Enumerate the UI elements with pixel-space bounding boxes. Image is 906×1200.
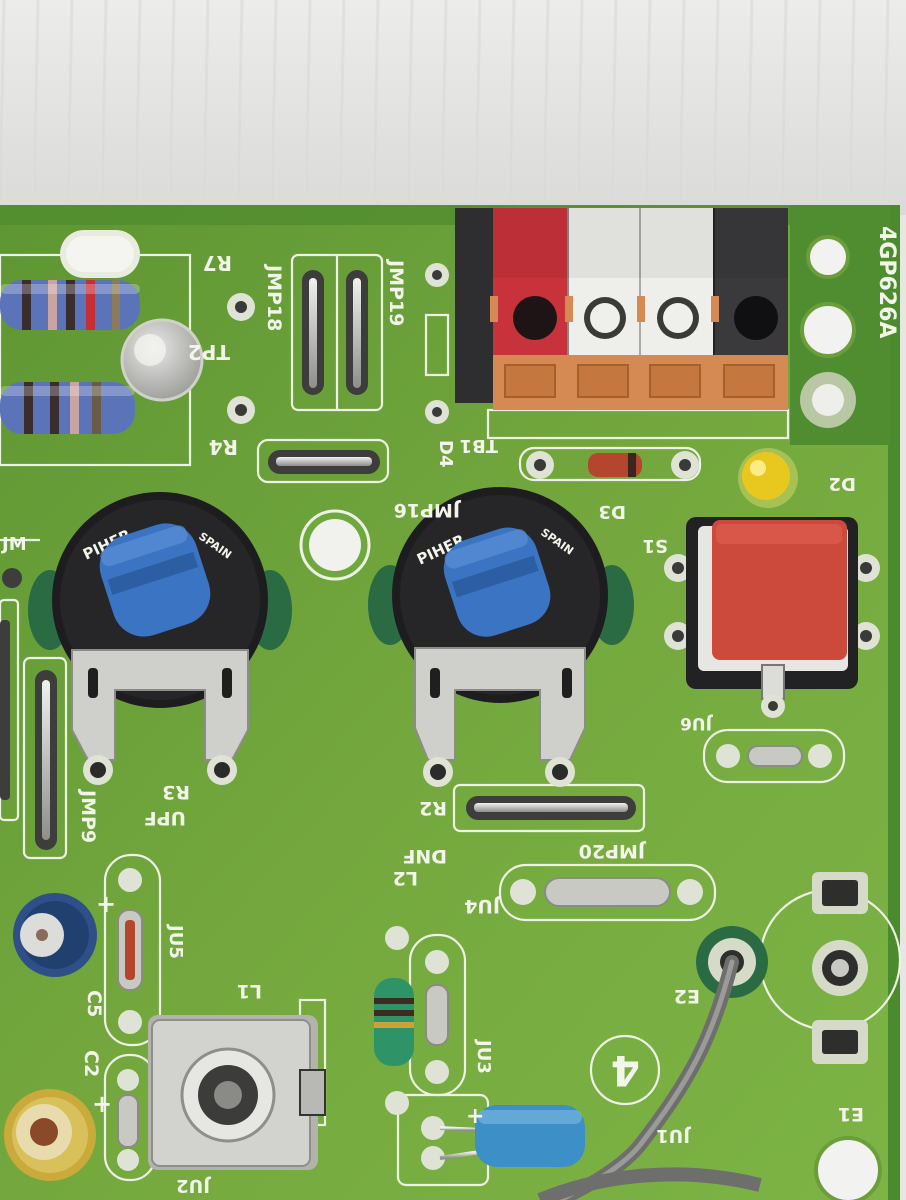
label-d2: D2 bbox=[829, 473, 856, 494]
label-ju4: JU4 bbox=[464, 895, 502, 917]
resistor-r7 bbox=[0, 280, 255, 330]
label-l1: L1 bbox=[237, 980, 262, 1002]
jumper-jmp20 bbox=[466, 796, 636, 820]
jumper-jmp19 bbox=[346, 270, 368, 395]
silkscreen-labels: 4GP626A R7 R4 TP2 JMP18 JMP19 JMP16 D4 T… bbox=[0, 226, 899, 1196]
label-d3: D3 bbox=[599, 501, 626, 522]
label-ju3: JU3 bbox=[473, 1038, 494, 1074]
jumper-jmp9 bbox=[35, 670, 57, 850]
label-r4: R4 bbox=[209, 435, 238, 459]
label-plus-ju1: + bbox=[466, 1104, 484, 1129]
resistor-r4 bbox=[0, 382, 255, 434]
terminal-block-tb1 bbox=[455, 208, 788, 410]
diode-d4-pads bbox=[424, 263, 450, 424]
test-point-tp2 bbox=[120, 318, 204, 402]
label-c5: C5 bbox=[83, 990, 105, 1017]
label-d4: D4 bbox=[435, 440, 456, 467]
label-plus-c2: + bbox=[92, 1090, 112, 1118]
label-r7: R7 bbox=[203, 251, 232, 275]
label-c2: C2 bbox=[80, 1050, 102, 1077]
label-ju6: JU6 bbox=[680, 713, 713, 733]
inductor-l1 bbox=[148, 1015, 326, 1170]
label-upf: UPF bbox=[144, 807, 186, 829]
label-jmp20: JMP20 bbox=[579, 840, 647, 862]
jumper-left-edge bbox=[0, 568, 22, 800]
component-ju3 bbox=[425, 950, 449, 1084]
label-e1: E1 bbox=[838, 1103, 864, 1125]
label-r2: R2 bbox=[419, 797, 447, 819]
jumper-ju4 bbox=[510, 877, 703, 907]
label-s1: S1 bbox=[643, 535, 669, 556]
led-d2 bbox=[738, 448, 798, 508]
label-tb1: TB1 bbox=[459, 435, 498, 456]
label-jmp19: JMP19 bbox=[385, 258, 407, 326]
jumper-jmp16 bbox=[268, 450, 380, 474]
jumper-ju6 bbox=[716, 744, 832, 768]
jumper-jmp18 bbox=[302, 270, 324, 395]
label-dnf: DNF bbox=[402, 845, 447, 867]
label-ju5: JU5 bbox=[165, 923, 186, 959]
board-id: 4GP626A bbox=[874, 226, 899, 338]
label-jmp18: JMP18 bbox=[263, 263, 285, 331]
label-e2: E2 bbox=[674, 985, 700, 1007]
label-l2: L2 bbox=[393, 867, 418, 889]
background bbox=[0, 0, 906, 215]
component-ju5 bbox=[117, 868, 143, 1034]
push-button-s1 bbox=[664, 517, 880, 718]
component-ju2 bbox=[117, 1069, 139, 1171]
pads-e1-e2 bbox=[696, 872, 868, 1064]
label-plus-c5: + bbox=[96, 890, 116, 918]
inductor-l2 bbox=[374, 926, 414, 1115]
label-r3: R3 bbox=[162, 781, 190, 803]
capacitor-c5 bbox=[13, 893, 97, 977]
label-ju2: JU2 bbox=[176, 1175, 212, 1196]
mounting-holes bbox=[60, 230, 882, 1200]
badge-number: 4 bbox=[611, 1046, 640, 1095]
board-badge: 4 bbox=[611, 1046, 640, 1095]
label-tp2: TP2 bbox=[188, 340, 230, 364]
capacitor-blue bbox=[421, 1105, 585, 1170]
label-jmp16: JMP16 bbox=[394, 499, 462, 521]
trimmer-r2: PIHER SPAIN bbox=[368, 487, 634, 787]
label-jm: JM bbox=[0, 534, 27, 555]
diode-d3 bbox=[526, 451, 699, 479]
trimmer-r3: PIHER SPAIN bbox=[28, 492, 292, 785]
label-jmp9: JMP9 bbox=[77, 788, 99, 843]
label-ju1: JU1 bbox=[656, 1125, 692, 1146]
wire bbox=[537, 955, 762, 1200]
capacitor-c2 bbox=[4, 1089, 96, 1181]
